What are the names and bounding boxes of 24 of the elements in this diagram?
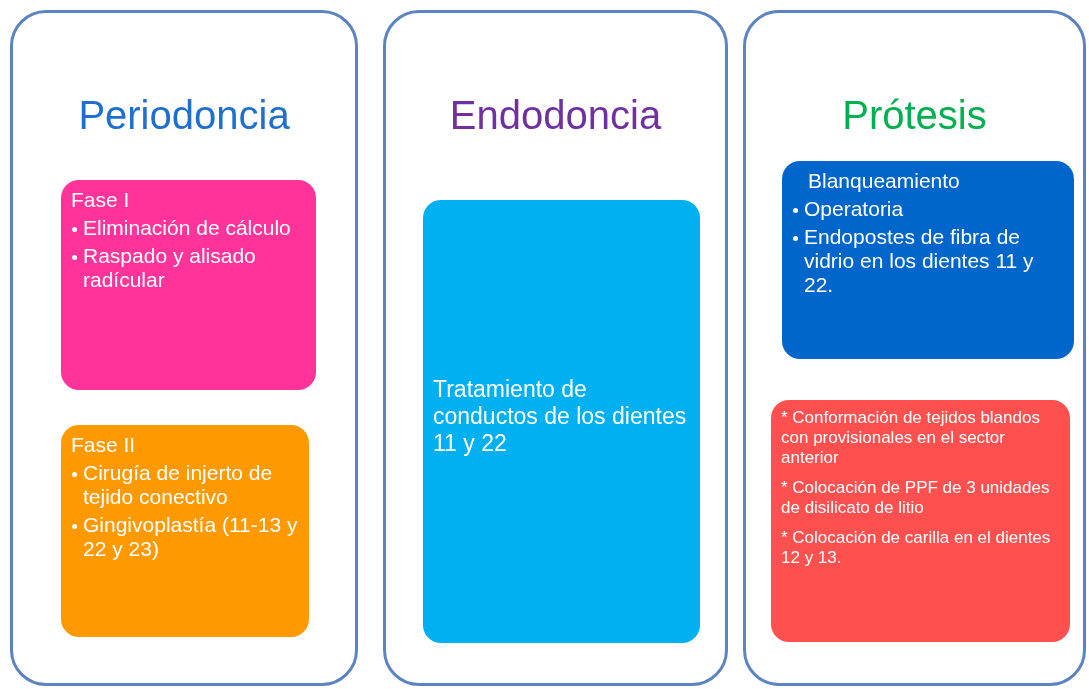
- column-title: Prótesis: [841, 93, 988, 138]
- box-heading: Fase II: [71, 433, 137, 457]
- column-title: Endodoncia: [448, 93, 663, 138]
- bullet-item: Cirugía de injerto de tejido conectivo: [83, 461, 273, 508]
- bullet-item: Endopostes de fibra de vidrio en los dientes 11 y 22.: [804, 225, 1034, 296]
- box-text: * Colocación de carilla en el dientes 12 y 13.: [781, 528, 1052, 568]
- content-box: [782, 161, 1074, 359]
- content-box: [61, 180, 316, 390]
- column-panel: [10, 10, 358, 686]
- box-text: Tratamiento de conductos de los dientes 11 y 22: [433, 376, 688, 457]
- box-text: * Colocación de PPF de 3 unidades de disilicato de litio: [781, 478, 1051, 518]
- column-panel: [743, 10, 1086, 686]
- column-panel: [383, 10, 728, 686]
- content-box: [423, 200, 700, 643]
- column-title: Periodoncia: [77, 93, 291, 138]
- box-heading: Fase I: [71, 188, 131, 212]
- content-box: [771, 400, 1070, 642]
- bullet-item: Raspado y alisado radícular: [83, 244, 256, 291]
- bullet-item: Eliminación de cálculo: [83, 216, 291, 239]
- content-box: [61, 425, 309, 637]
- bullet-item: Operatoria: [804, 197, 904, 220]
- bullet-item: Gingivoplastía (11-13 y 22 y 23): [83, 513, 298, 560]
- box-text: * Conformación de tejidos blandos con provisionales en el sector anterior: [781, 408, 1041, 468]
- box-heading: Blanqueamiento: [807, 169, 961, 193]
